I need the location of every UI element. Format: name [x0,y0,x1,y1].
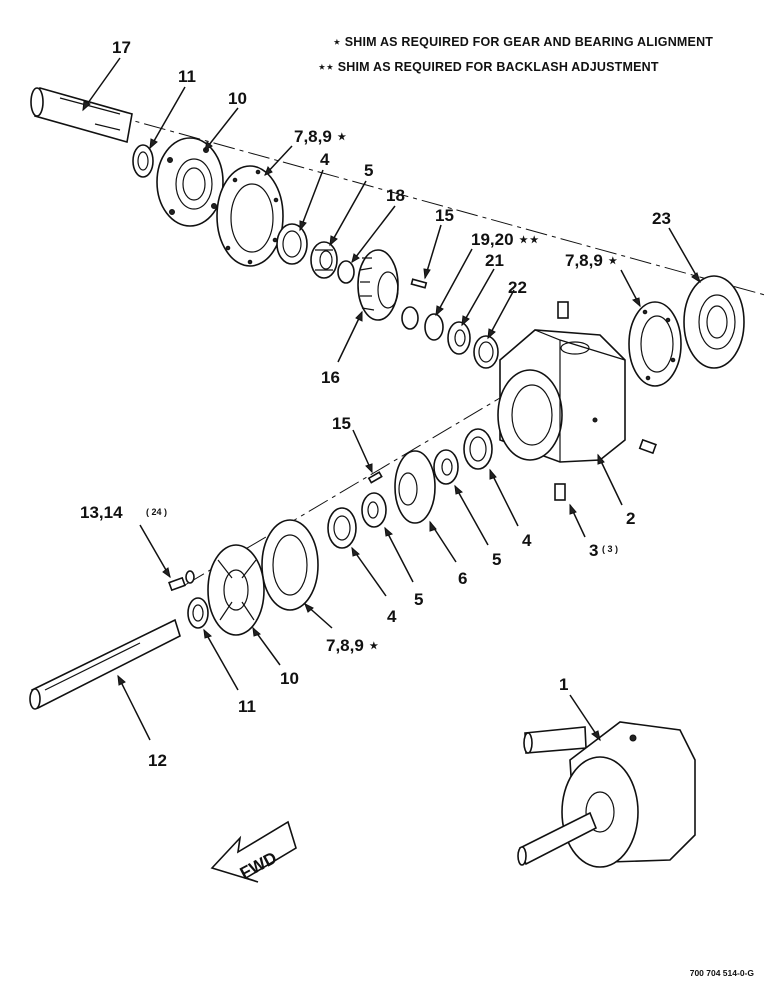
part-10-bearing-cap-lower [207,544,265,636]
part-7-8-9-shim-lower [261,519,319,611]
callout-5-top: 5 [364,161,373,180]
part-4-bearing-cup-upper [276,223,308,265]
part-6-bevel-gear-lower [394,450,436,524]
callout-12: 12 [148,751,167,770]
callout-15-top: 15 [435,206,454,225]
callout-17: 17 [112,38,131,57]
part-16-bevel-gear-upper [357,249,399,321]
callout-2: 2 [626,509,635,528]
callout-15-mid: 15 [332,414,351,433]
lower-shaft-axis [184,394,506,586]
document-number: 700 704 514-0-G [689,968,754,978]
part-4-bearing-cup-low [327,507,357,549]
callout-4-low: 4 [387,607,397,626]
forward-arrow-icon: FWD [210,820,297,883]
callout-11-top: 11 [178,67,196,86]
callout-3: 3 [589,541,598,560]
part-22-bearing-cup [473,335,499,369]
callout-7-8-9-right: 7,8,9 ⋆ [565,251,618,270]
callout-22: 22 [508,278,527,297]
callout-21: 21 [485,251,504,270]
callout-6: 6 [458,569,467,588]
part-21-bearing-cone [447,321,471,355]
part-13-14-bolt-washer [168,570,195,592]
callout-5-mid: 5 [492,550,501,569]
callout-10-top: 10 [228,89,247,108]
callout-3-quantity: ( 3 ) [602,544,618,554]
part-17-upper-shaft [30,86,133,144]
part-5-bearing-cone-mid [433,449,459,485]
shim-alignment-note: ⋆ SHIM AS REQUIRED FOR GEAR AND BEARING … [333,35,714,49]
part-4-bearing-cup-mid [463,428,493,470]
part-12-lower-shaft [29,618,181,710]
part-5-bearing-cone-upper [310,241,338,279]
part-15-key-upper [410,278,428,289]
callout-19-20: 19,20 ⋆⋆ [471,230,540,249]
callout-10-low: 10 [280,669,299,688]
callout-arrowheads [82,100,701,742]
callout-16: 16 [321,368,340,387]
callout-7-8-9-low: 7,8,9 ⋆ [326,636,379,655]
part-2-gearbox-housing [497,329,626,463]
part-7-8-9-shim-right [628,301,682,387]
callout-13-14: 13,14 [80,503,123,522]
part-23-end-cap [683,275,745,369]
callout-4-mid: 4 [522,531,532,550]
part-7-8-9-shim-upper [216,165,284,267]
callout-7-8-9-top: 7,8,9 ⋆ [294,127,347,146]
callout-18: 18 [386,186,405,205]
part-3-plugs [554,301,657,501]
part-1-gearbox-assembly [517,721,696,868]
callout-4-top: 4 [320,150,330,169]
part-11-seal-lower [187,597,209,629]
callout-11-low: 11 [238,697,256,716]
part-18-snap-ring [337,260,355,284]
callout-5-low: 5 [414,590,423,609]
part-19-20-shims [401,306,444,341]
callout-23: 23 [652,209,671,228]
shim-backlash-note: ⋆⋆ SHIM AS REQUIRED FOR BACKLASH ADJUSTM… [318,60,659,74]
part-15-key-lower [367,471,383,484]
part-10-bearing-cap-upper [156,137,224,227]
part-11-seal-upper [132,144,154,178]
callout-1: 1 [559,675,568,694]
callout-labels: 17 11 10 7,8,9 ⋆ 4 5 18 15 19,20 ⋆⋆ 23 7… [80,38,671,770]
part-5-bearing-cone-low [361,492,387,528]
callout-13-14-quantity: ( 24 ) [146,507,167,517]
